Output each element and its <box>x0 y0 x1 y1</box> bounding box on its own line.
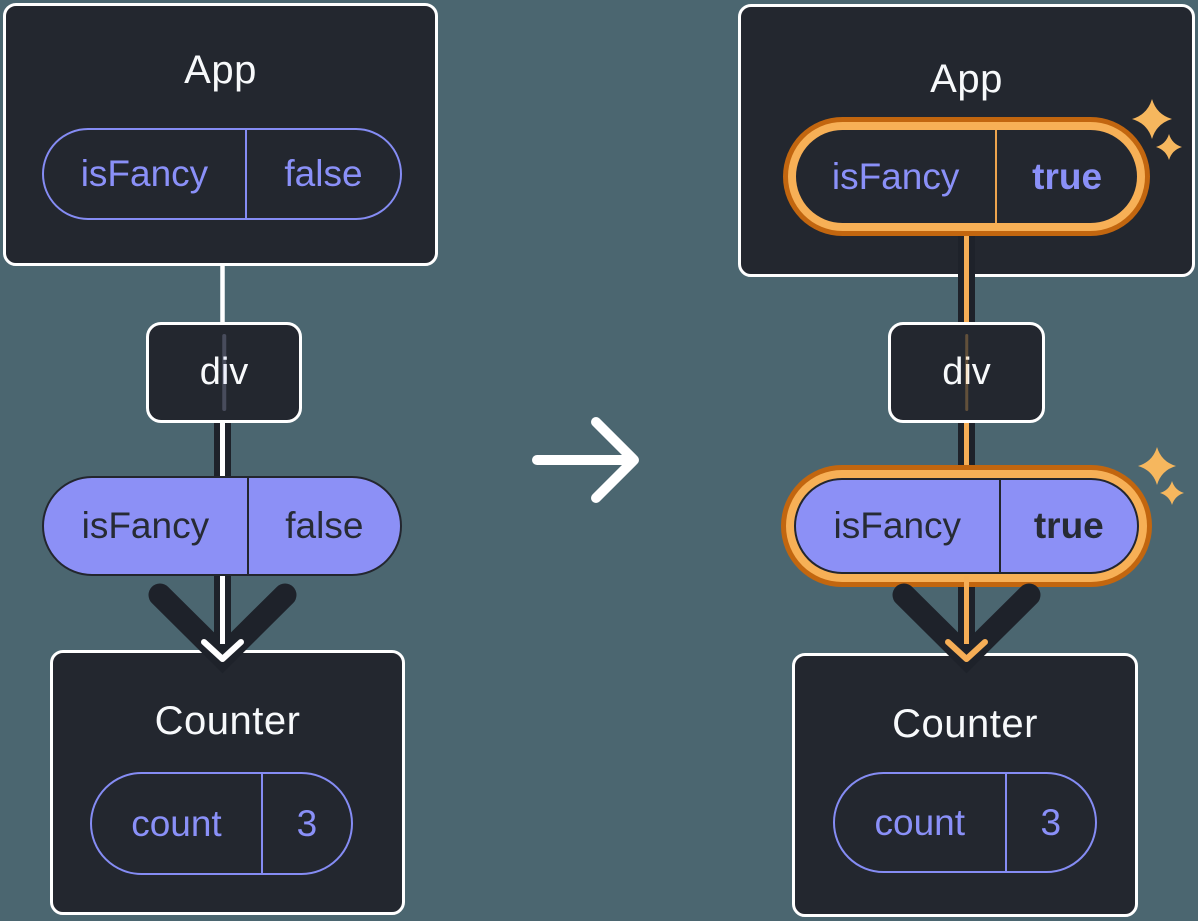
flow-through-line <box>222 334 226 411</box>
prop-name: isFancy <box>44 478 249 574</box>
prop-value: false <box>285 505 364 546</box>
sparkle-icon <box>1138 447 1184 505</box>
prop-value: true <box>1033 505 1104 546</box>
state-name: isFancy <box>796 130 998 223</box>
flow-through-line <box>964 334 969 411</box>
div-label: div <box>199 351 249 393</box>
state-name: count <box>835 774 1007 871</box>
counter-state-pill: count 3 <box>90 772 353 875</box>
passed-prop-pill: isFancy false <box>42 476 402 576</box>
state-name: count <box>92 774 263 873</box>
state-value: 3 <box>296 802 318 844</box>
prop-name: isFancy <box>796 480 1001 572</box>
app-state-pill-highlighted: isFancy true <box>796 130 1137 223</box>
state-value: 3 <box>1040 801 1062 843</box>
counter-title: Counter <box>154 699 301 743</box>
before-arrowhead-dark <box>148 583 297 674</box>
arrow-right-icon <box>532 417 639 503</box>
div-box: div <box>146 322 302 423</box>
counter-state-pill: count 3 <box>833 772 1097 873</box>
passed-prop-pill-highlighted: isFancy true <box>794 478 1139 574</box>
div-box: div <box>888 322 1045 423</box>
app-state-pill: isFancy false <box>42 128 402 220</box>
after-arrowhead-dark <box>892 583 1041 674</box>
app-title: App <box>184 48 257 92</box>
state-name: isFancy <box>44 130 247 218</box>
state-value: true <box>1032 155 1103 197</box>
app-title: App <box>930 57 1003 101</box>
counter-title: Counter <box>892 702 1038 746</box>
state-value: false <box>284 153 363 194</box>
